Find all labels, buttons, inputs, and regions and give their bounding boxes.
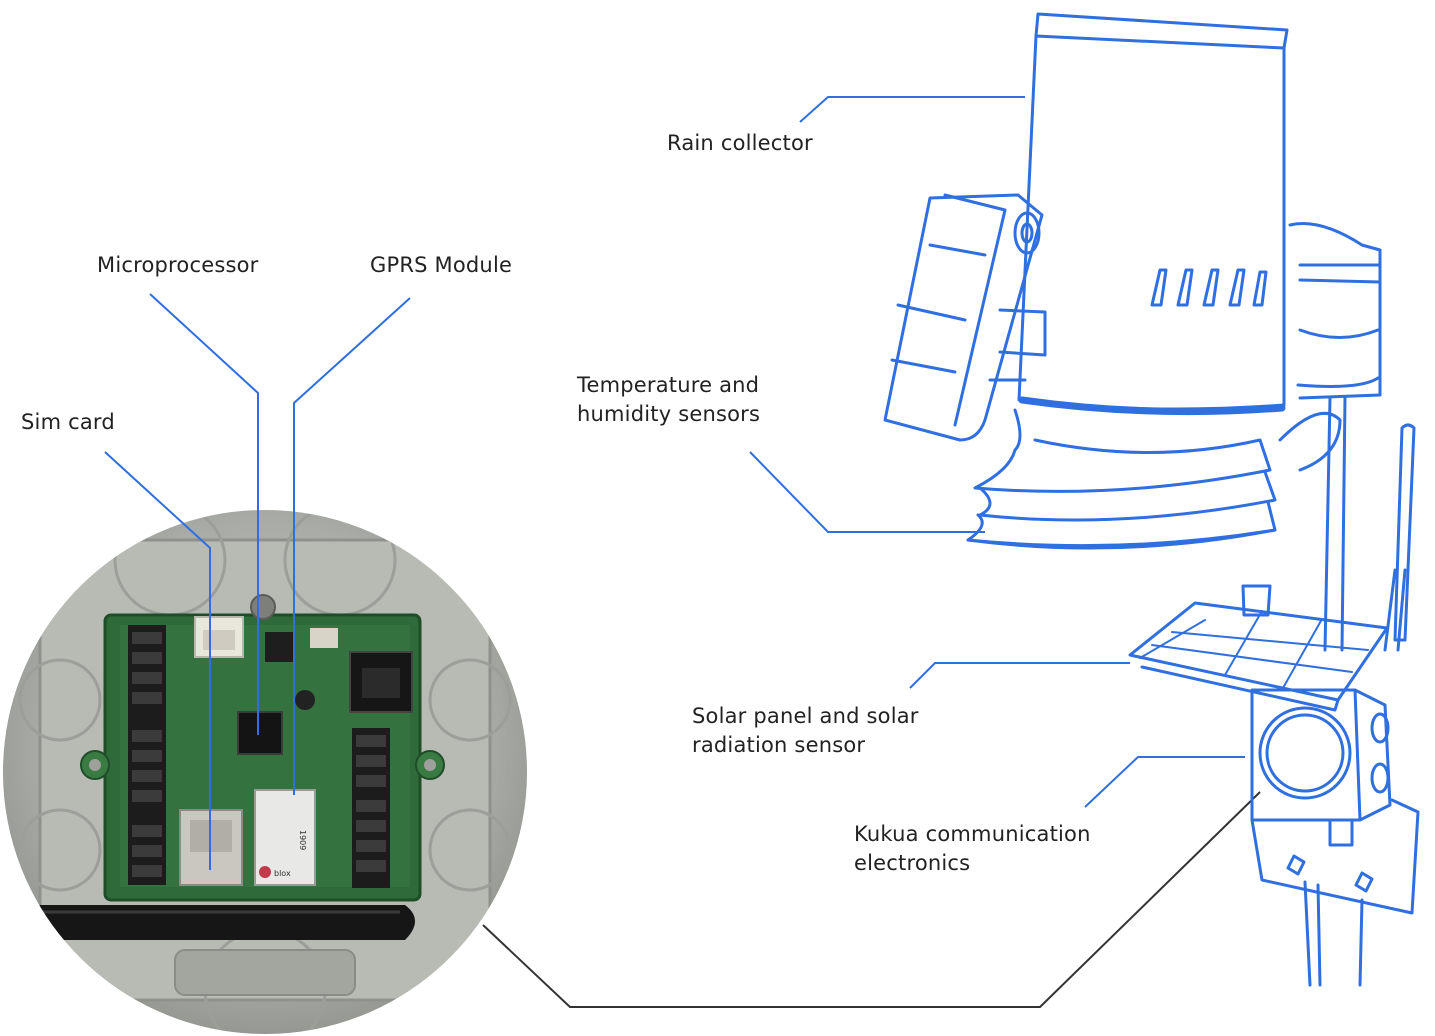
radiation-shield xyxy=(966,408,1342,550)
module-code-text: 1909 xyxy=(298,830,307,850)
kukua-electronics-line1: Kukua communication xyxy=(854,822,1091,846)
microprocessor-chip xyxy=(237,711,283,755)
label-solar-panel: Solar panel and solar radiation sensor xyxy=(692,702,919,760)
leader-rain-collector xyxy=(799,96,1025,123)
solar-panel-line1: Solar panel and solar xyxy=(692,704,919,728)
solar-panel-drawing xyxy=(1128,584,1389,712)
label-sim-card: Sim card xyxy=(21,408,115,437)
module-brand-text: blox xyxy=(274,869,291,878)
leader-microprocessor xyxy=(149,293,259,735)
antenna xyxy=(30,905,415,940)
microprocessor-text: Microprocessor xyxy=(97,253,259,277)
rain-collector-text: Rain collector xyxy=(667,131,813,155)
leader-kukua-electronics xyxy=(1084,756,1245,808)
side-bracket xyxy=(883,193,1044,442)
gprs-module: blox 1909 xyxy=(254,789,316,886)
board-photo: blox 1909 xyxy=(2,509,528,1035)
label-microprocessor: Microprocessor xyxy=(97,251,259,280)
collector-band xyxy=(1018,396,1286,416)
label-rain-collector: Rain collector xyxy=(667,129,813,158)
temp-humidity-line1: Temperature and xyxy=(577,373,760,397)
label-temp-humidity: Temperature and humidity sensors xyxy=(577,371,760,429)
kukua-electronics-line2: electronics xyxy=(854,851,971,875)
temp-humidity-line2: humidity sensors xyxy=(577,402,761,426)
leader-board-connector xyxy=(482,791,1261,1008)
leader-temp-humidity xyxy=(749,451,985,533)
antenna-mast xyxy=(1393,423,1416,642)
label-kukua-electronics: Kukua communication electronics xyxy=(854,820,1091,878)
weather-station-drawing xyxy=(883,12,1420,987)
leader-sim-card xyxy=(104,451,211,870)
collector-vents xyxy=(1150,268,1268,307)
electronics-box-drawing xyxy=(1250,688,1420,915)
terminal-block-left xyxy=(128,625,166,885)
leader-solar-panel xyxy=(909,662,1130,689)
label-gprs-module: GPRS Module xyxy=(370,251,512,280)
leader-lines xyxy=(104,96,1245,870)
rain-collector-body xyxy=(1017,34,1286,411)
terminal-block-right xyxy=(352,728,390,888)
gprs-module-text: GPRS Module xyxy=(370,253,513,277)
rain-collector-rim xyxy=(1034,12,1289,50)
mounting-pole xyxy=(1323,396,1332,652)
sim-card-text: Sim card xyxy=(21,410,115,434)
solar-panel-line2: radiation sensor xyxy=(692,733,866,757)
leader-gprs-module xyxy=(293,297,411,795)
